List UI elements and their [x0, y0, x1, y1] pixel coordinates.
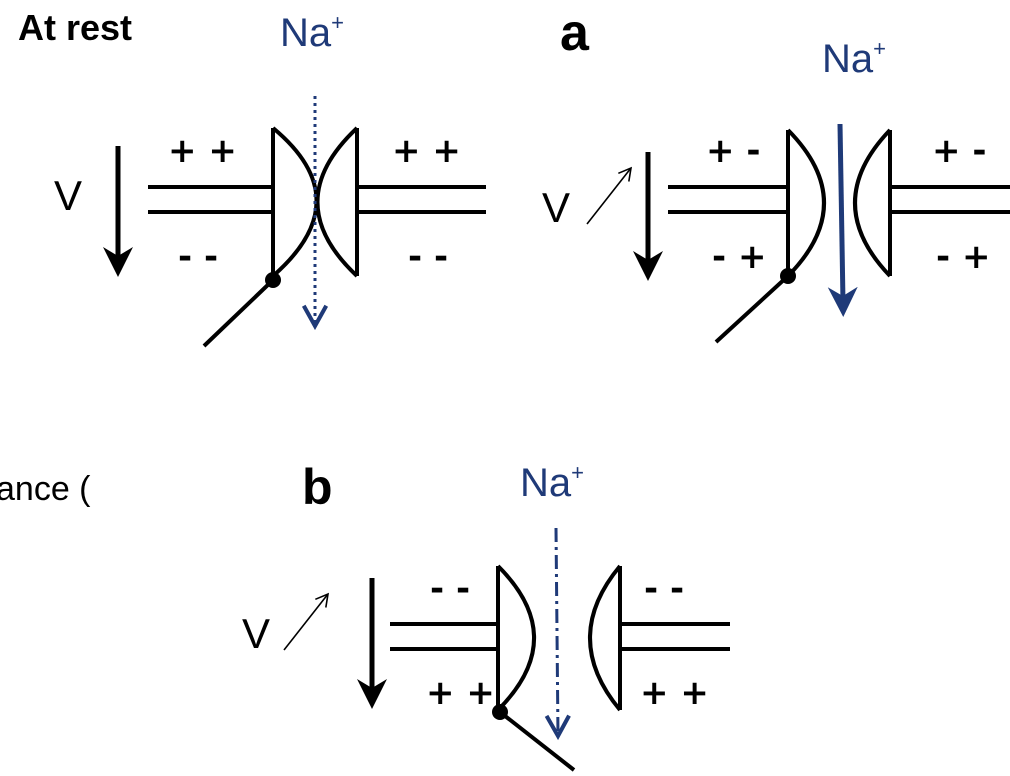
- voltage-increase-arrow: [284, 594, 328, 650]
- lower-left-signs: - +: [712, 237, 766, 277]
- channel-left-half: [788, 130, 824, 276]
- lower-right-signs: + +: [640, 673, 709, 713]
- voltage-label: V: [54, 172, 82, 219]
- panel-heading: a: [560, 4, 590, 62]
- lower-left-signs: + +: [426, 673, 495, 713]
- upper-right-signs: + +: [392, 131, 461, 171]
- ion-flow-arrow: [556, 528, 558, 736]
- upper-left-signs: + +: [168, 131, 237, 171]
- ion-label: Na+: [822, 36, 886, 81]
- panel-at-rest: At rest Na+ V + + + + - - - -: [18, 7, 486, 346]
- ion-label: Na+: [520, 460, 584, 505]
- gate-hinge: [265, 272, 281, 288]
- gate-hinge: [780, 268, 796, 284]
- panel-b: b Na+ V - - - - + + + +: [242, 459, 730, 770]
- voltage-label: V: [242, 610, 270, 657]
- upper-left-signs: - -: [430, 569, 470, 609]
- upper-right-signs: - -: [644, 569, 684, 609]
- panel-a: a Na+ V + - + - - + - +: [542, 4, 1010, 342]
- channel-right-half: [855, 130, 890, 276]
- voltage-label: V: [542, 184, 570, 231]
- channel-right-half: [318, 128, 358, 276]
- gate-line: [716, 276, 788, 342]
- gate-line: [204, 280, 273, 346]
- upper-left-signs: + -: [706, 131, 760, 171]
- voltage-increase-arrow: [587, 168, 631, 224]
- lower-right-signs: - -: [408, 237, 448, 277]
- ion-label: Na+: [280, 10, 344, 55]
- gate-line: [500, 712, 574, 770]
- panel-heading: b: [302, 459, 333, 515]
- lower-right-signs: - +: [936, 237, 990, 277]
- lower-left-signs: - -: [178, 237, 218, 277]
- channel-left-half: [498, 566, 534, 710]
- panel-heading: At rest: [18, 7, 132, 48]
- ion-flow-arrow: [840, 124, 843, 302]
- channel-right-half: [590, 566, 620, 710]
- upper-right-signs: + -: [932, 131, 986, 171]
- channel-left-half: [273, 128, 317, 276]
- cropped-text-fragment: ance (: [0, 470, 91, 508]
